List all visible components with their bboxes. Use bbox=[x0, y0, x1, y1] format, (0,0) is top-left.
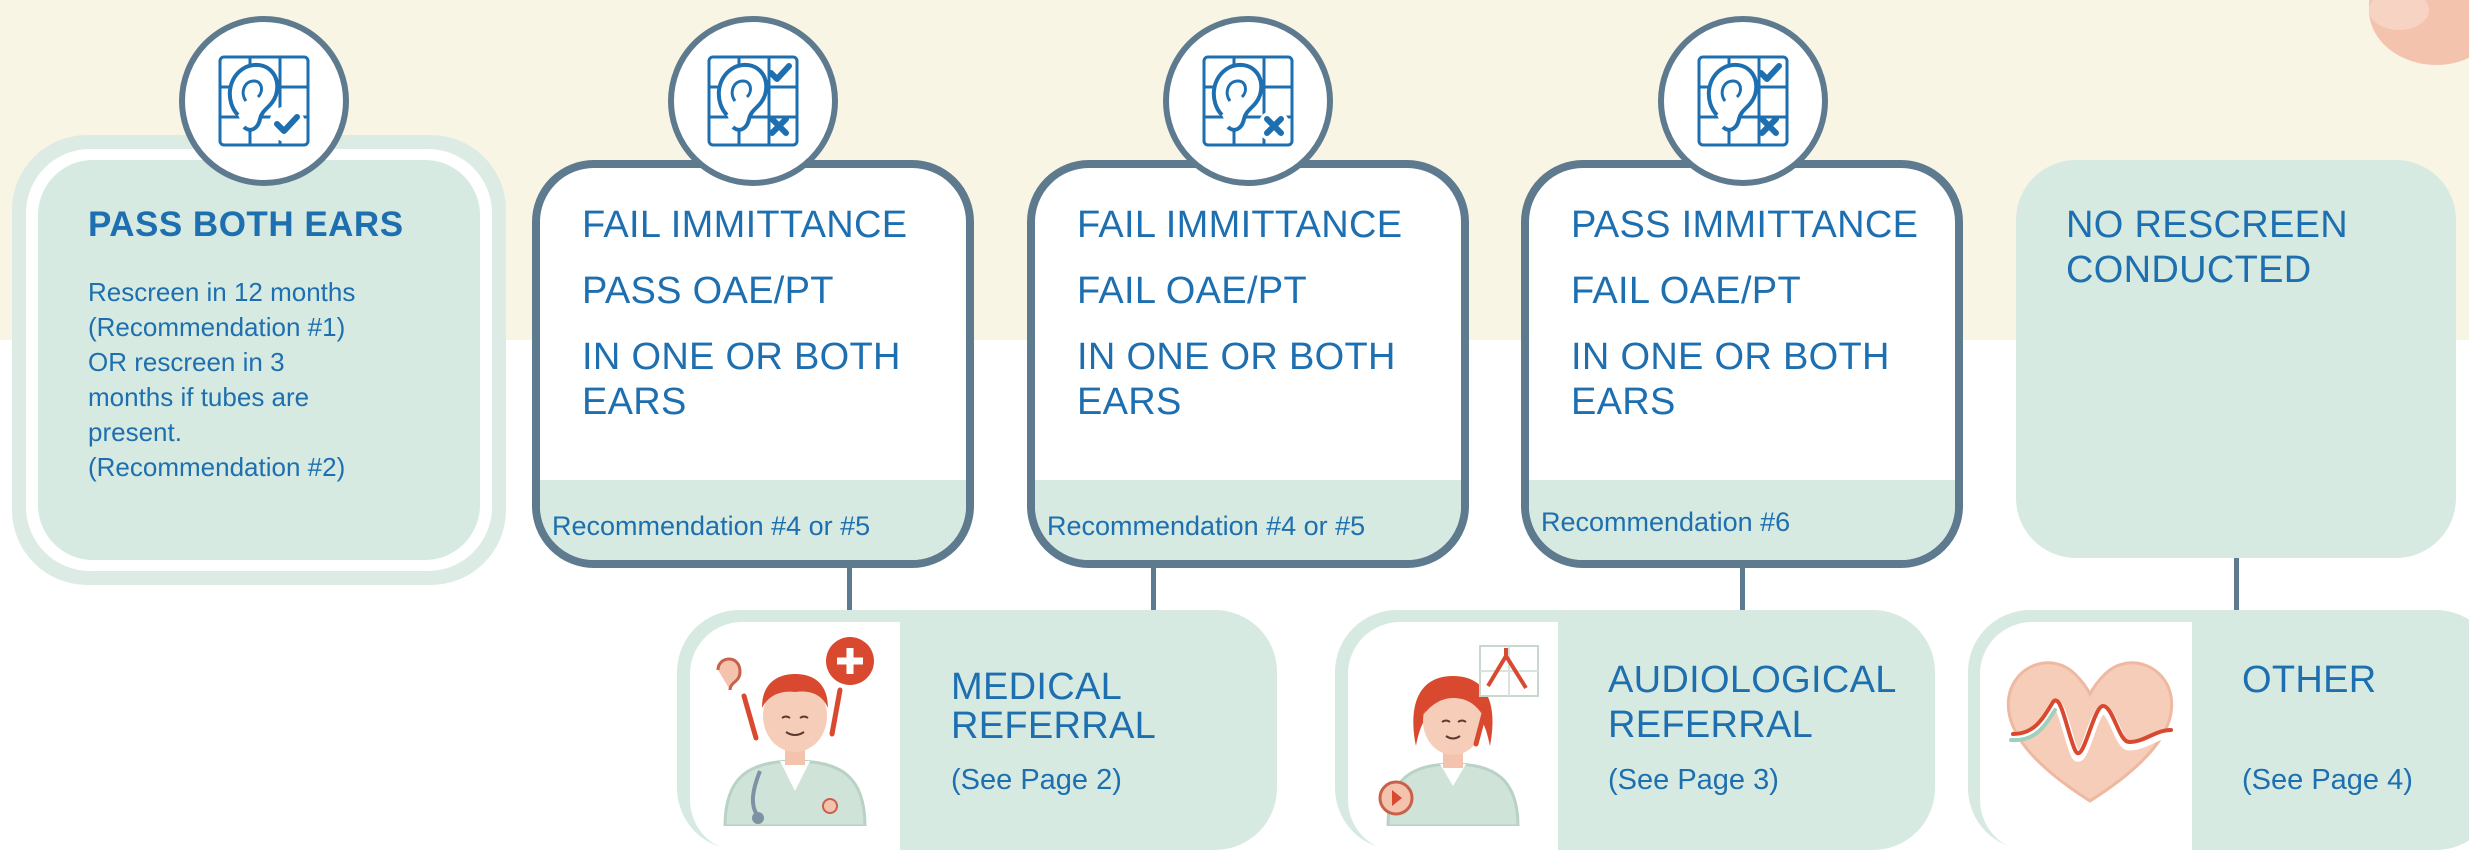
recommendation-label: Recommendation #4 or #5 bbox=[1047, 511, 1366, 541]
medical-referral-page-link[interactable]: (See Page 2) bbox=[951, 764, 1122, 796]
medical-referral-title: MEDICAL bbox=[951, 666, 1123, 708]
connector-line bbox=[1151, 552, 1156, 612]
connector-line bbox=[2234, 555, 2239, 612]
result-line: FAIL IMMITTANCE bbox=[582, 204, 908, 246]
other-referral-page-link[interactable]: (See Page 4) bbox=[2242, 764, 2413, 796]
no-rescreen-box: NO RESCREEN CONDUCTED bbox=[2016, 160, 2456, 558]
recommendation-label: Recommendation #4 or #5 bbox=[552, 511, 871, 541]
result-line: EARS bbox=[1077, 381, 1182, 423]
result-line: IN ONE OR BOTH bbox=[1571, 336, 1890, 378]
pass-box-line: Rescreen in 12 months bbox=[88, 277, 356, 307]
connector-line bbox=[847, 552, 852, 612]
ear-grid-check-icon bbox=[179, 16, 349, 186]
ear-grid-check-cross-icon bbox=[1658, 16, 1828, 186]
result-box-pass-immittance-fail-oae: PASS IMMITTANCE FAIL OAE/PT IN ONE OR BO… bbox=[1521, 160, 1963, 568]
result-line: EARS bbox=[1571, 381, 1676, 423]
result-box-fail-immittance-pass-oae: FAIL IMMITTANCE PASS OAE/PT IN ONE OR BO… bbox=[532, 160, 974, 568]
audiological-referral-title: AUDIOLOGICAL bbox=[1608, 659, 1897, 701]
result-box-fail-immittance-fail-oae: FAIL IMMITTANCE FAIL OAE/PT IN ONE OR BO… bbox=[1027, 160, 1469, 568]
pass-box bbox=[38, 160, 480, 560]
pass-box-line: present. bbox=[88, 417, 182, 447]
result-line: IN ONE OR BOTH bbox=[1077, 336, 1396, 378]
heart-pulse-icon bbox=[1995, 626, 2185, 846]
result-line: FAIL OAE/PT bbox=[1077, 270, 1307, 312]
pass-box-line: (Recommendation #1) bbox=[88, 312, 346, 342]
result-line: PASS OAE/PT bbox=[582, 270, 834, 312]
result-line: IN ONE OR BOTH bbox=[582, 336, 901, 378]
connector-line bbox=[1740, 552, 1745, 612]
result-box-footer bbox=[1035, 480, 1461, 560]
audiological-referral-title: REFERRAL bbox=[1608, 704, 1814, 746]
no-rescreen-line: NO RESCREEN bbox=[2066, 204, 2349, 246]
pass-box-line: OR rescreen in 3 bbox=[88, 347, 285, 377]
pass-box-title: PASS BOTH EARS bbox=[88, 205, 404, 244]
pass-box-line: (Recommendation #2) bbox=[88, 452, 346, 482]
result-box-footer bbox=[540, 480, 966, 560]
result-line: PASS IMMITTANCE bbox=[1571, 204, 1919, 246]
medical-referral-title: REFERRAL bbox=[951, 705, 1157, 747]
ear-grid-check-cross-icon bbox=[668, 16, 838, 186]
result-line: EARS bbox=[582, 381, 687, 423]
recommendation-label: Recommendation #6 bbox=[1541, 507, 1791, 537]
no-rescreen-line: CONDUCTED bbox=[2066, 249, 2312, 291]
other-referral-title: OTHER bbox=[2242, 659, 2377, 701]
result-line: FAIL IMMITTANCE bbox=[1077, 204, 1403, 246]
pass-box-text: Rescreen in 12 months (Recommendation #1… bbox=[88, 275, 428, 485]
ear-grid-cross-icon bbox=[1163, 16, 1333, 186]
doctor-icon bbox=[700, 626, 890, 846]
result-line: FAIL OAE/PT bbox=[1571, 270, 1801, 312]
audiological-referral-page-link[interactable]: (See Page 3) bbox=[1608, 764, 1779, 796]
pass-box-line: months if tubes are bbox=[88, 382, 310, 412]
audiologist-icon bbox=[1358, 626, 1548, 846]
result-box-footer bbox=[1529, 480, 1955, 560]
